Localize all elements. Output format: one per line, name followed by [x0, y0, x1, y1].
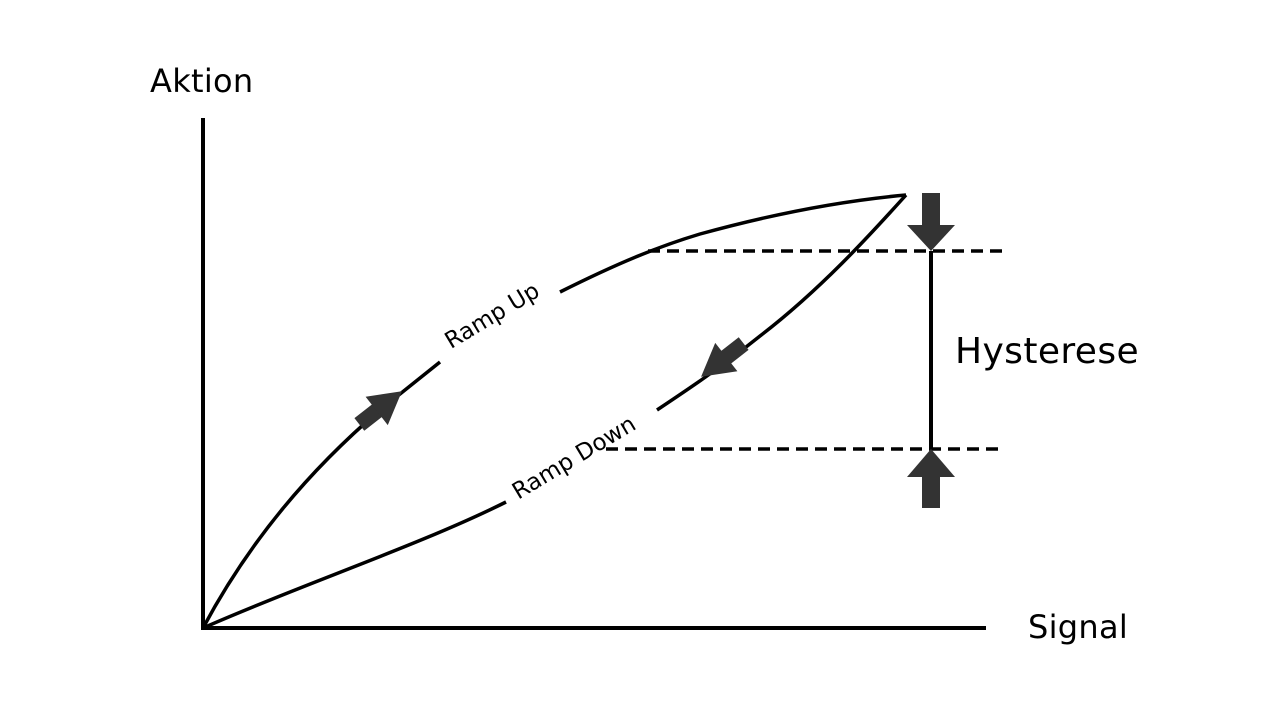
ramp-down-direction-arrow-icon — [701, 337, 749, 377]
ramp-down-curve-lower — [202, 500, 507, 630]
y-axis-label: Aktion — [150, 62, 254, 100]
x-axis-label: Signal — [1028, 608, 1129, 646]
hysteresis-label: Hysterese — [955, 331, 1140, 372]
ramp-up-direction-arrow-icon — [354, 391, 402, 431]
ramp-up-curve-lower — [201, 360, 442, 629]
ramp-down-curve-upper — [656, 193, 908, 412]
arrow-down-icon — [907, 193, 955, 251]
arrow-up-icon — [907, 449, 955, 508]
ramp-up-curve-upper — [559, 193, 907, 294]
